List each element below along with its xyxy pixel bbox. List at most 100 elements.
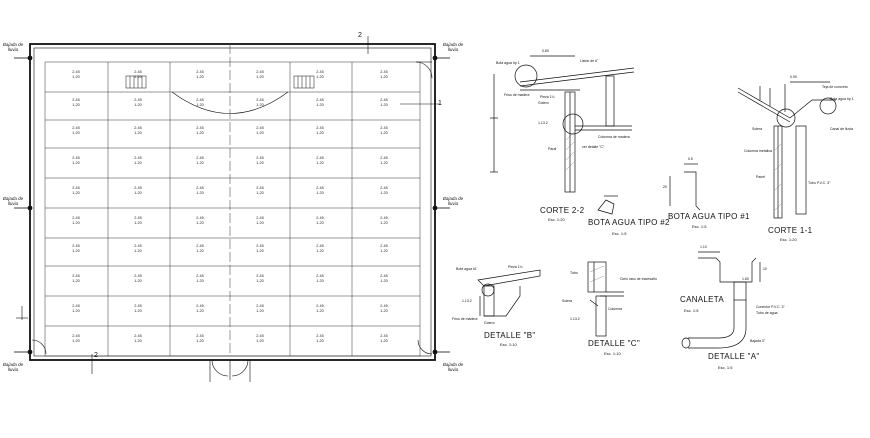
corte-2-2-drawing — [490, 55, 635, 193]
detalle-c-drawing — [587, 261, 624, 337]
roof-grid — [44, 44, 421, 357]
roof-cell-top: 2.45 — [134, 334, 142, 338]
roof-cell-top: 2.45 — [72, 274, 80, 278]
bajada-label-tr: Bajada de lluvia — [442, 42, 464, 52]
roof-cell-bottom: 1.20 — [72, 103, 80, 107]
roof-cell-bottom: 1.20 — [196, 221, 204, 225]
bajada-label-tl: Bajada de lluvia — [2, 42, 24, 52]
roof-cell-top: 2.45 — [256, 126, 264, 130]
bota-agua-2-title: BOTA AGUA TIPO #2 — [588, 218, 670, 227]
roof-cell-top: 2.45 — [380, 304, 388, 308]
bajada-label-ml: Bajada de lluvia — [2, 196, 24, 206]
roof-cell-top: 2.45 — [72, 126, 80, 130]
corte-2-2-note-1: Bota agua típ 1 — [496, 61, 520, 65]
roof-cell-bottom: 1.20 — [134, 309, 142, 313]
roof-cell-bottom: 1.20 — [134, 103, 142, 107]
canaleta-dim-0: 1.10 — [700, 245, 707, 249]
corte-1-1-note-1: Bota agua típ 1 — [830, 97, 854, 101]
roof-cell-top: 2.45 — [256, 274, 264, 278]
plan-outer-wall — [29, 43, 436, 361]
roof-cell-top: 2.45 — [380, 156, 388, 160]
roof-cell-top: 2.45 — [256, 98, 264, 102]
detalle-a-title: DETALLE "A" — [708, 352, 760, 361]
detalle-b-note-4: Gotero — [484, 321, 495, 325]
corte-2-2-note-0: Listón de 6" — [580, 59, 599, 63]
roof-cell-bottom: 1.20 — [72, 279, 80, 283]
corte-2-2-scale: Esc. 1:20 — [548, 217, 565, 222]
corte-2-2-note-6: Paral — [548, 147, 557, 151]
roof-cell-bottom: 1.20 — [256, 221, 264, 225]
roof-cell-top: 2.45 — [72, 304, 80, 308]
roof-cell-bottom: 1.20 — [196, 103, 204, 107]
bajada-label-br: Bajada de lluvia — [442, 362, 464, 372]
roof-cell-top: 2.45 — [72, 186, 80, 190]
roof-cell-top: 2.45 — [316, 126, 324, 130]
corte-2-2-note-4: Friso de madera — [504, 93, 530, 97]
roof-cell-bottom: 1.20 — [380, 221, 388, 225]
corte-1-1-note-5: Panel — [756, 175, 765, 179]
roof-cell-bottom: 1.20 — [72, 75, 80, 79]
detalle-c-title: DETALLE "C" — [588, 339, 640, 348]
corte-2-2-note-2: Pieza 1¼ — [540, 95, 555, 99]
corte-2-2-note-8: Columna de madera — [598, 135, 630, 139]
roof-cell-top: 2.45 — [256, 304, 264, 308]
detalle-c-note-4: 1.13.2 — [570, 317, 580, 321]
roof-cell-bottom: 1.20 — [196, 75, 204, 79]
corte-1-1-scale: Esc. 1:20 — [780, 237, 797, 242]
roof-cell-top: 2.45 — [316, 334, 324, 338]
roof-cell-bottom: 1.20 — [196, 309, 204, 313]
detalle-c-scale: Esc. 1:10 — [604, 351, 621, 356]
corte-2-2-title: CORTE 2-2 — [540, 206, 585, 215]
roof-cell-top: 2.45 — [196, 98, 204, 102]
corte-2-2-note-7: ver detalle "C" — [582, 145, 605, 149]
roof-cell-top: 2.45 — [256, 70, 264, 74]
bota-agua-2-drawing — [597, 195, 618, 215]
corte-2-2-note-5: 1.13.2 — [538, 121, 548, 125]
roof-cell-bottom: 1.20 — [134, 279, 142, 283]
roof-cell-bottom: 1.20 — [72, 191, 80, 195]
roof-cell-bottom: 1.20 — [256, 161, 264, 165]
roof-cell-bottom: 1.20 — [380, 279, 388, 283]
roof-cell-bottom: 1.20 — [256, 279, 264, 283]
roof-cell-top: 2.45 — [316, 186, 324, 190]
roof-cell-bottom: 1.20 — [72, 249, 80, 253]
roof-cell-bottom: 1.20 — [196, 339, 204, 343]
roof-cell-bottom: 1.20 — [196, 191, 204, 195]
roof-cell-bottom: 1.20 — [316, 103, 324, 107]
roof-cell-bottom: 1.20 — [72, 221, 80, 225]
bota-agua-1-title: BOTA AGUA TIPO #1 — [668, 212, 750, 221]
canaleta-scale: Esc. 1:5 — [684, 308, 699, 313]
roof-cell-bottom: 1.20 — [256, 191, 264, 195]
roof-cell-top: 2.45 — [72, 70, 80, 74]
detalle-a-scale: Esc. 1:5 — [718, 365, 733, 370]
roof-cell-bottom: 1.20 — [196, 131, 204, 135]
bota-agua-1-drawing — [669, 163, 701, 211]
